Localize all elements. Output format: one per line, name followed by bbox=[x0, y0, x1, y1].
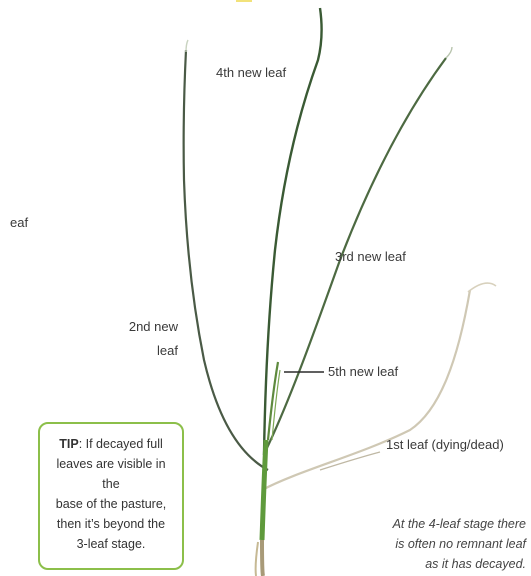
tip-box: TIP: If decayed full leaves are visible … bbox=[38, 422, 184, 570]
tip-line-4: then it’s beyond the bbox=[48, 514, 174, 534]
note-line-3: as it has decayed. bbox=[340, 554, 526, 574]
note-line-1: At the 4-leaf stage there bbox=[340, 514, 526, 534]
first-leaf-dead bbox=[262, 290, 470, 490]
fifth-leaf-label: 5th new leaf bbox=[328, 363, 398, 381]
stem bbox=[262, 440, 266, 540]
tip-line-5: 3-leaf stage. bbox=[48, 534, 174, 554]
first-leaf-label: 1st leaf (dying/dead) bbox=[386, 436, 504, 454]
leaf-fragment-label: eaf bbox=[10, 214, 28, 232]
second-leaf-label-line2: leaf bbox=[110, 342, 178, 360]
second-leaf-label-line1: 2nd new bbox=[110, 318, 178, 336]
fourth-leaf-label: 4th new leaf bbox=[216, 64, 286, 82]
second-leaf bbox=[184, 50, 268, 470]
tip-line-2: leaves are visible in the bbox=[48, 454, 174, 494]
note-line-2: is often no remnant leaf bbox=[340, 534, 526, 554]
tip-prefix: TIP bbox=[59, 437, 78, 451]
four-leaf-stage-note: At the 4-leaf stage there is often no re… bbox=[340, 514, 526, 574]
tip-line-3: base of the pasture, bbox=[48, 494, 174, 514]
tip-line-1-text: : If decayed full bbox=[79, 437, 163, 451]
tip-line-1: TIP: If decayed full bbox=[48, 434, 174, 454]
third-leaf-label: 3rd new leaf bbox=[335, 248, 406, 266]
